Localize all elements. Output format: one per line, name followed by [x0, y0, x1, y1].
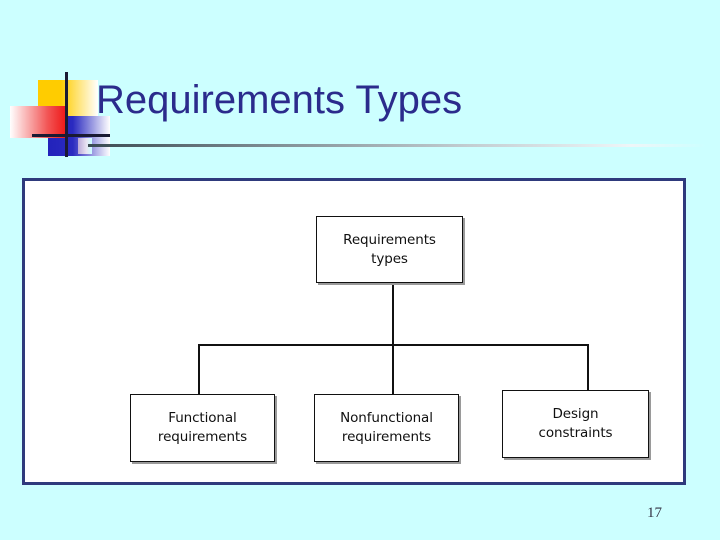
- crosshair-vertical-icon: [65, 72, 68, 157]
- title-block: Requirements Types: [0, 60, 720, 160]
- crosshair-horizontal-icon: [32, 134, 110, 137]
- title-rule-cap: [78, 138, 92, 154]
- red-square-icon: [10, 106, 68, 138]
- connector-drop-design: [587, 344, 589, 391]
- decorative-logo: [10, 72, 110, 157]
- connector-drop-functional: [198, 344, 200, 395]
- page-number: 17: [647, 505, 662, 521]
- connector-root-stem: [392, 283, 394, 345]
- page-title: Requirements Types: [96, 78, 463, 122]
- connector-drop-nonfunctional: [392, 344, 394, 395]
- title-divider: [88, 144, 706, 147]
